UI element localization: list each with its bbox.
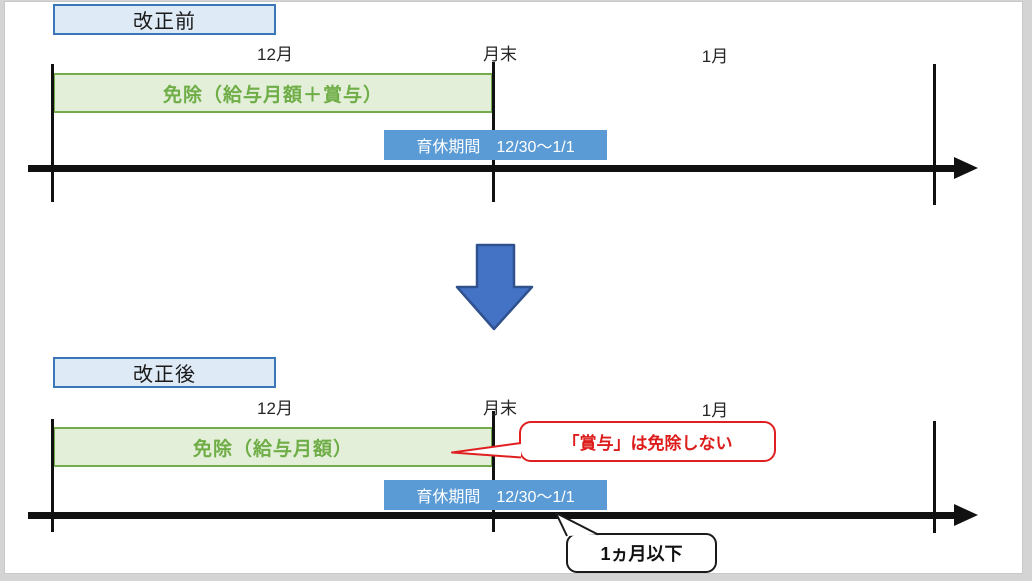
before-timeline-line xyxy=(28,165,956,172)
after-leave-period-label: 育休期間 12/30～1/1 xyxy=(416,489,575,506)
after-timeline-line xyxy=(28,512,956,519)
before-exemption-bar: 免除（給与月額＋賞与） xyxy=(53,73,493,113)
after-title-box: 改正後 xyxy=(53,357,276,388)
after-exemption-bar: 免除（給与月額） xyxy=(53,427,493,467)
after-tick-start xyxy=(51,419,54,532)
after-label-january: 1月 xyxy=(701,401,729,420)
duration-callout: 1ヵ月以下 xyxy=(566,533,717,573)
bonus-exclusion-label: 「賞与」は免除しない xyxy=(562,434,733,453)
duration-label: 1ヵ月以下 xyxy=(600,544,683,564)
after-leave-period-badge: 育休期間 12/30～1/1 xyxy=(384,480,607,510)
before-exemption-label: 免除（給与月額＋賞与） xyxy=(162,84,383,106)
after-exemption-label: 免除（給与月額） xyxy=(192,438,353,460)
after-timeline-arrowhead-icon xyxy=(954,504,978,526)
after-label-month-end: 月末 xyxy=(483,399,517,418)
before-label-january: 1月 xyxy=(701,47,729,66)
before-timeline-arrowhead-icon xyxy=(954,157,978,179)
before-title-box: 改正前 xyxy=(53,4,276,35)
before-tick-january-end xyxy=(933,64,936,205)
before-leave-period-label: 育休期間 12/30～1/1 xyxy=(416,139,575,156)
before-title-label: 改正前 xyxy=(133,11,196,33)
bonus-exclusion-callout: 「賞与」は免除しない xyxy=(519,421,776,462)
before-leave-period-badge: 育休期間 12/30～1/1 xyxy=(384,130,607,160)
before-label-month-end: 月末 xyxy=(483,45,517,64)
before-label-december: 12月 xyxy=(257,45,293,64)
after-label-december: 12月 xyxy=(257,399,293,418)
after-tick-month-end xyxy=(492,411,495,532)
after-tick-january-end xyxy=(933,421,936,533)
before-tick-start xyxy=(51,64,54,202)
after-title-label: 改正後 xyxy=(133,364,196,386)
